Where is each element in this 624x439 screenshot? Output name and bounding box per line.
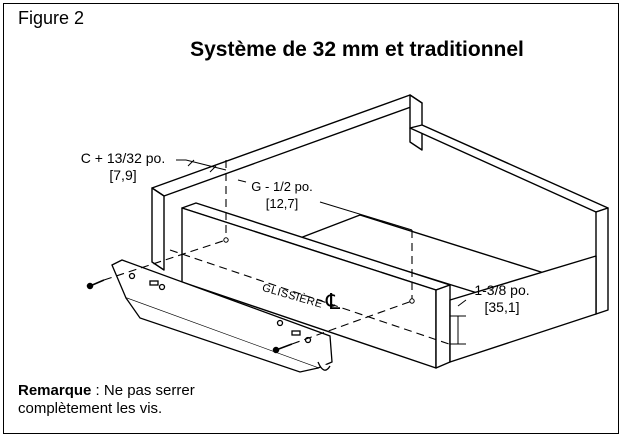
dim-height-imperial: 1-3/8 po. [474, 282, 530, 298]
centerline-symbol: ℄ [326, 290, 341, 315]
g-point [409, 298, 415, 304]
slide-hole-2 [158, 283, 166, 291]
figure-label: Figure 2 [18, 8, 85, 28]
slide-rail-lower [125, 297, 319, 373]
dim-g-metric: [12,7] [265, 196, 299, 211]
dim-g-imperial: G - 1/2 po. [251, 179, 313, 194]
dim-c-metric: [7,9] [109, 167, 137, 183]
note-text-1: : Ne pas serrer [91, 382, 195, 399]
dash-screw-right [291, 300, 413, 345]
slide-hole-1 [128, 272, 136, 280]
c-leader [176, 159, 227, 171]
c-point [223, 237, 229, 243]
h-leader [457, 299, 467, 307]
slide-slot-2 [291, 330, 301, 336]
right-side-lower [449, 255, 597, 363]
right-side-panel-top [409, 124, 609, 213]
c-tick-1 [187, 159, 195, 167]
right-side-panel-face [595, 207, 609, 315]
back-panel [409, 94, 423, 151]
dim-height: 1-3/8 po. [35,1] [462, 282, 542, 316]
dim-g-offset: G - 1/2 po. [12,7] [240, 178, 324, 212]
note-text-2: complètement les vis. [18, 400, 163, 417]
dash-screw-left [103, 239, 227, 281]
g-leader [319, 201, 413, 231]
left-side-panel-face [151, 187, 165, 271]
note: Remarque : Ne pas serrer complètement le… [18, 382, 318, 418]
slide-hole-3 [276, 319, 284, 327]
dim-c-offset: C + 13/32 po. [7,9] [62, 150, 184, 184]
note-label: Remarque [18, 382, 92, 399]
dash-slide-center [169, 249, 453, 346]
front-panel-edge [435, 284, 451, 369]
slide-wheel [317, 361, 331, 371]
dim-c-imperial: C + 13/32 po. [80, 150, 166, 166]
dim-height-metric: [35,1] [484, 299, 520, 315]
g-leader-2 [237, 179, 247, 183]
c-tick-2 [209, 165, 217, 173]
slide-slot-1 [149, 280, 159, 286]
figure-title: Système de 32 mm et traditionnel [190, 38, 524, 61]
